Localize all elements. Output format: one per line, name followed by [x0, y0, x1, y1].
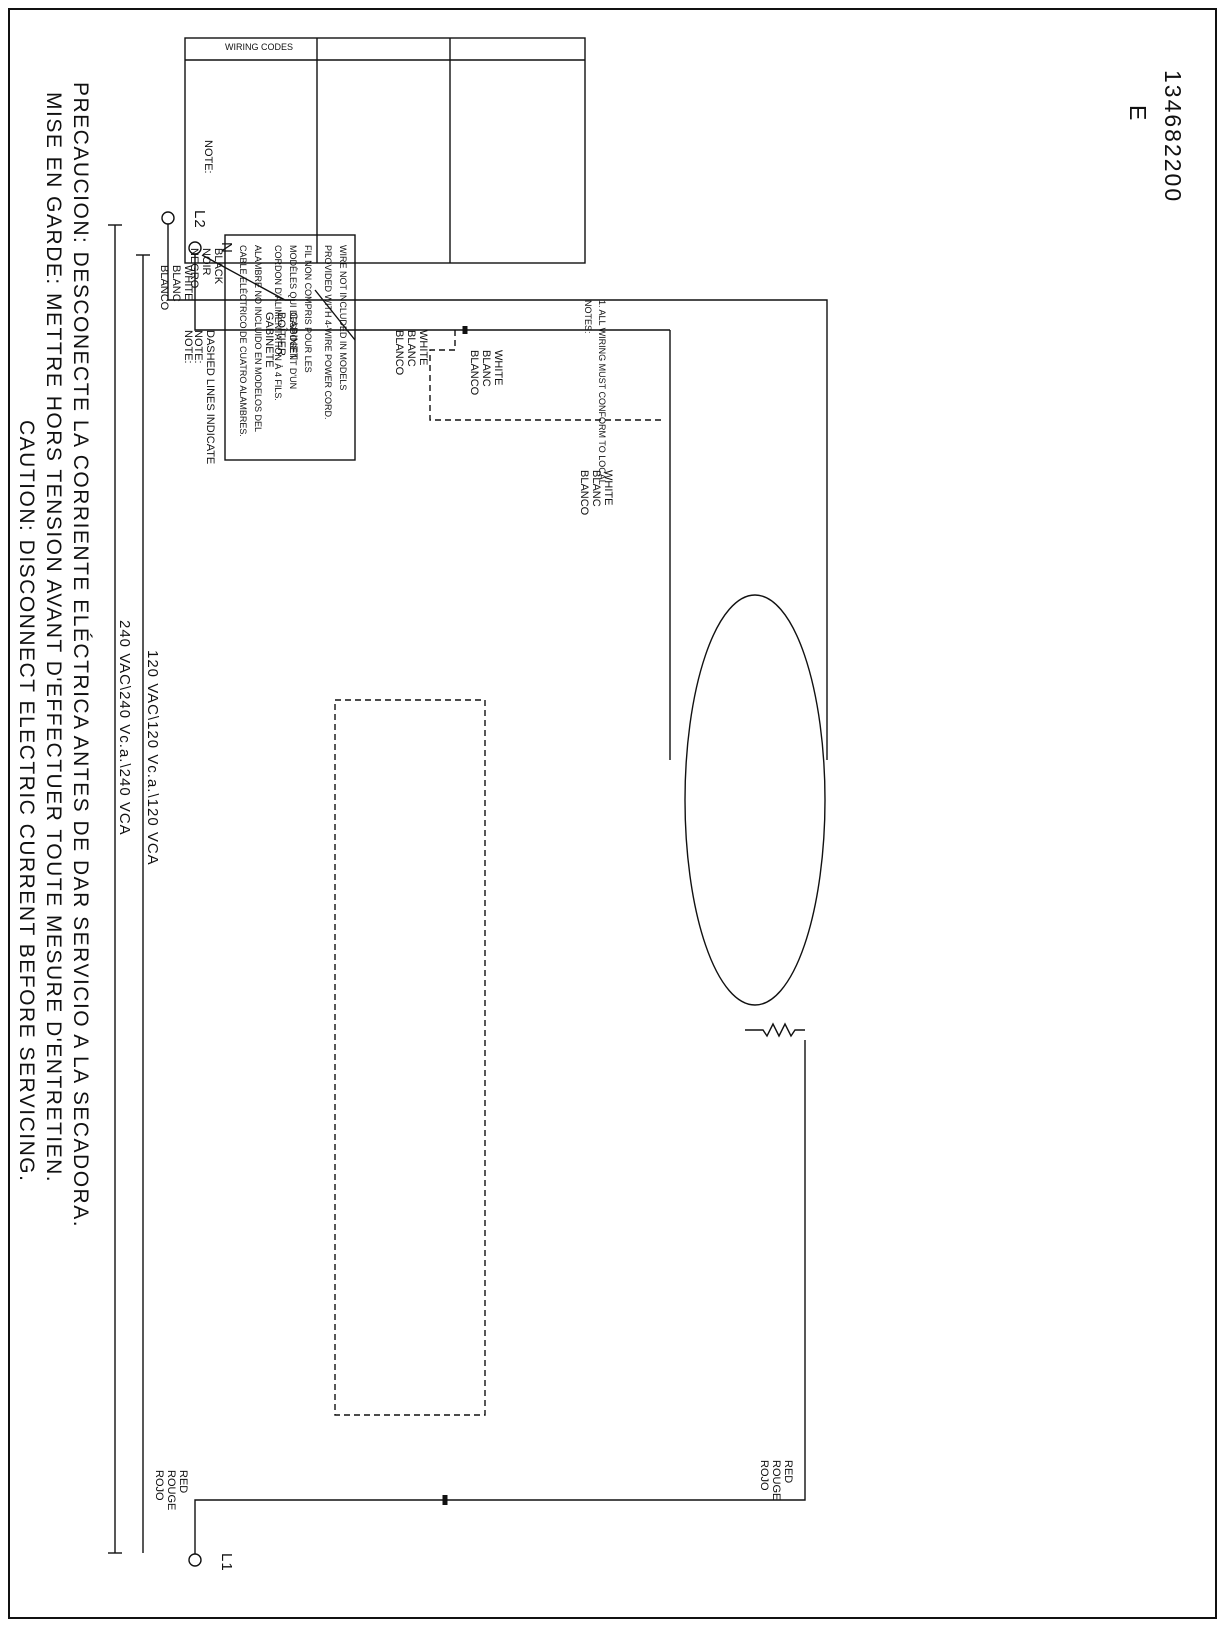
- heater-coil: [745, 1022, 805, 1038]
- terminal-l1: [188, 1553, 202, 1567]
- n-cabinet-ground-label: CABINETBOÎTIERGABINETE: [263, 312, 299, 368]
- terminal-l2: [161, 211, 175, 225]
- wire-note-text: WIRE NOT INCLUDED IN MODELS PROVIDED WIT…: [238, 245, 348, 437]
- wire-drum-light-dashed: [429, 330, 665, 421]
- terminal-n-label: N: [218, 242, 235, 254]
- wire-n-white: [194, 254, 465, 331]
- wire-red-label-3: REDROUGEROJO: [758, 1460, 794, 1500]
- caution-line-3: PRECAUCION: DESCONECTE LA CORRIENTE ELÉC…: [69, 82, 92, 1228]
- svg-text:NOTE:: NOTE:: [182, 330, 194, 364]
- dashed-note-en: NOTE:: [202, 140, 214, 174]
- dashed-note: NOTE: DASHED LINES INDICATE: [192, 330, 216, 464]
- diagram-sheet: [8, 8, 1217, 1619]
- part-number: 134682200: [1160, 70, 1186, 203]
- control-board: [334, 699, 486, 1416]
- wire-n-white2-label: WHITEBLANCBLANCO: [393, 330, 429, 376]
- wire-n-ground: [201, 254, 295, 301]
- terminal-l1-label: L1: [218, 1553, 235, 1572]
- notes-block: NOTES: 1. ALL WIRING MUST CONFORM TO LOC…: [583, 300, 607, 485]
- voltage-240-label: 240 VAC\240 Vc.a.\240 VCA: [116, 620, 133, 836]
- wire-l2-black: [167, 224, 828, 760]
- wire-n-white3-label: WHITEBLANCBLANCO: [468, 350, 504, 396]
- wiring-codes-table: [184, 37, 586, 264]
- wire-note-pointer: [314, 289, 356, 341]
- wire-note-box: [224, 234, 356, 461]
- terminal-l2-label: L2: [191, 210, 208, 229]
- wire-n-white-label: WHITEBLANCBLANCO: [158, 265, 194, 311]
- part-rev: E: [1125, 105, 1151, 122]
- wiring-codes-header-en: WIRING CODES: [225, 42, 293, 52]
- caution-line-2: MISE EN GARDE: METTRE HORS TENSION AVANT…: [42, 92, 65, 1183]
- caution-line-1: CAUTION: DISCONNECT ELECTRIC CURRENT BEF…: [15, 420, 38, 1182]
- wire-n-white4-label: WHITEBLANCBLANCO: [578, 470, 614, 516]
- dashed-note-block: NOTE:: [182, 330, 194, 364]
- wire-l1-red: [194, 1499, 445, 1554]
- wire-l1-red-label: REDROUGEROJO: [153, 1470, 189, 1510]
- motor: [684, 594, 826, 1006]
- voltage-120-label: 120 VAC\120 Vc.a.\120 VCA: [144, 650, 161, 866]
